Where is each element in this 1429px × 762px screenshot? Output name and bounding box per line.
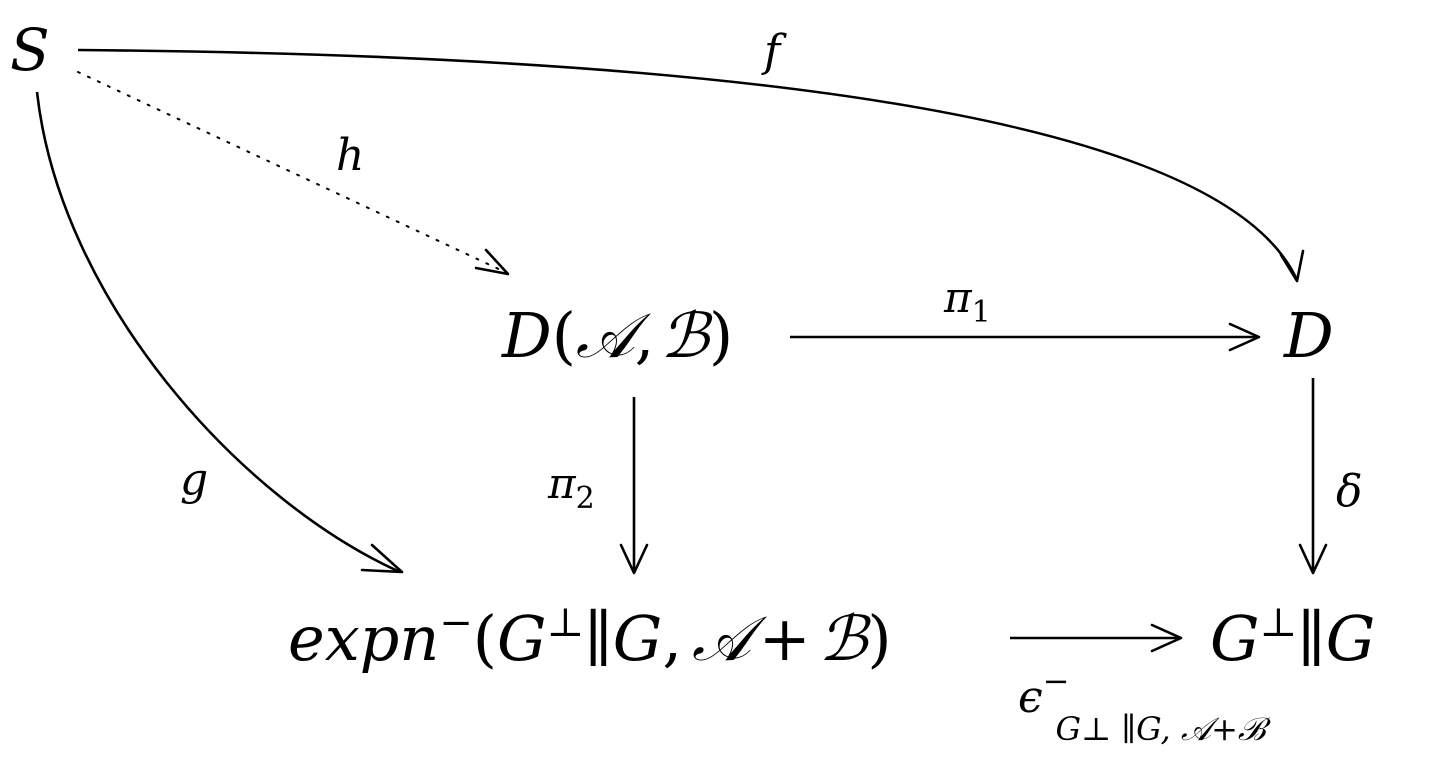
arrow-pi1	[790, 322, 1261, 352]
node-S: S	[10, 16, 50, 84]
arrow-epsilon	[1010, 623, 1183, 653]
label-delta: δ	[1336, 466, 1363, 517]
label-pi2: π2	[547, 459, 595, 516]
node-expn: expn−(G⊥∥G,𝒜+ℬ)	[288, 600, 892, 675]
label-g: g	[180, 454, 208, 505]
node-G-perp-par-G: G⊥∥G	[1210, 600, 1375, 675]
label-epsilon: ϵ−G⊥ ∥G, 𝒜+ℬ	[1018, 662, 1272, 748]
arrow-pi2	[619, 397, 649, 575]
node-D: D	[1283, 299, 1334, 372]
node-D-A-B: D(𝒜,ℬ)	[501, 299, 733, 372]
label-pi1: π1	[943, 273, 991, 330]
arrow-g	[35, 91, 404, 574]
arrow-h	[77, 71, 510, 276]
label-f: f	[761, 26, 787, 77]
arrow-delta	[1298, 378, 1328, 575]
label-h: h	[336, 130, 364, 181]
arrow-f	[77, 48, 1305, 283]
